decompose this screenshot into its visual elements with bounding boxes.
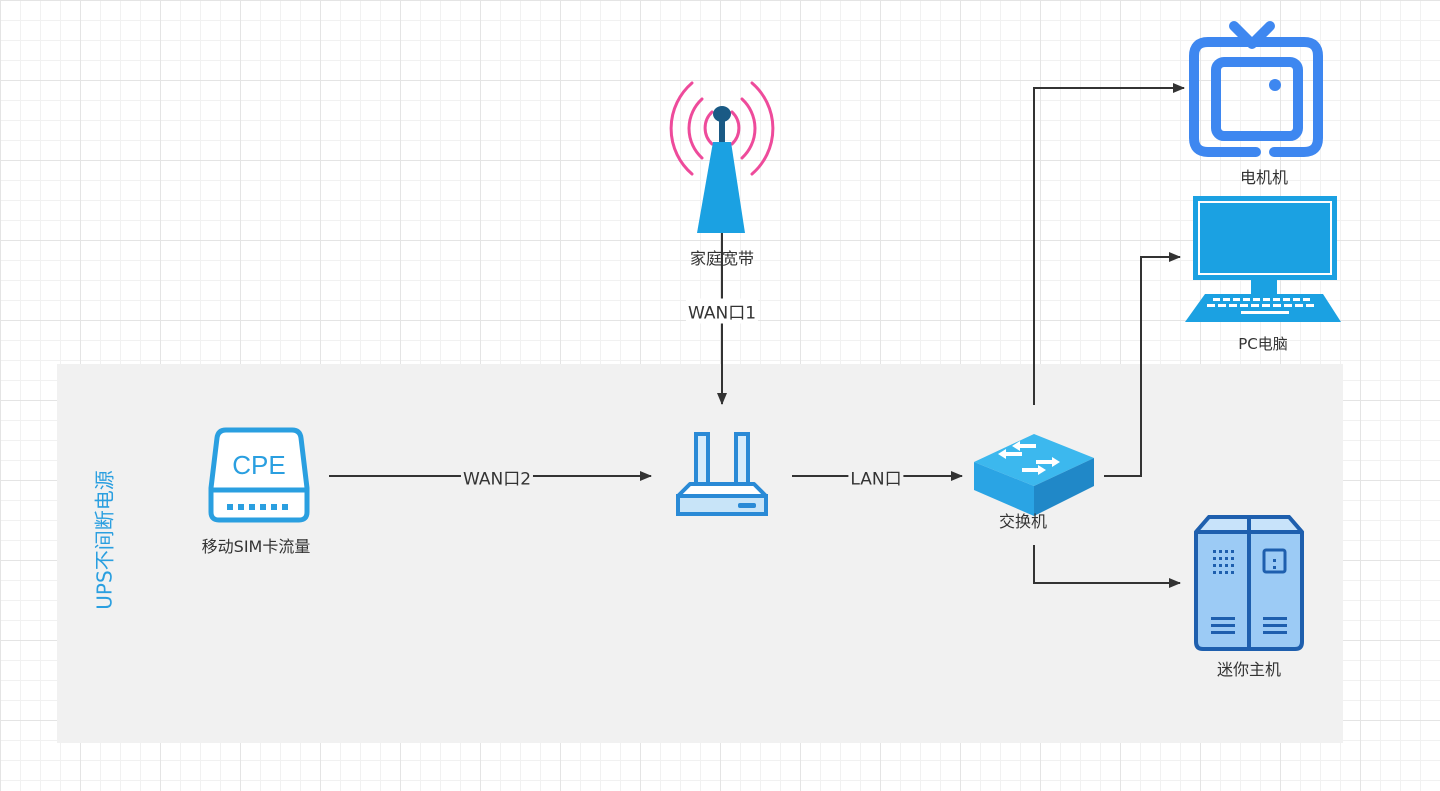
node-minihost[interactable] [1193, 514, 1305, 652]
node-router[interactable] [676, 432, 768, 518]
node-label-minihost: 迷你主机 [1216, 660, 1282, 679]
node-switch[interactable] [972, 432, 1096, 516]
edge-switch-minihost[interactable] [1033, 545, 1181, 588]
node-broadband[interactable] [660, 70, 784, 240]
node-pc[interactable] [1183, 194, 1343, 324]
edge-switch-tv[interactable] [1033, 83, 1185, 405]
node-tv[interactable] [1186, 18, 1326, 158]
node-label-tv: 电机机 [1239, 168, 1289, 187]
ups-power-group [57, 364, 1343, 743]
cpe-icon-text: CPE [232, 450, 285, 480]
node-label-cpe: 移动SIM卡流量 [201, 537, 311, 556]
tv-icon [1189, 21, 1323, 157]
mini-server-icon [1194, 515, 1304, 651]
cell-tower-icon [669, 81, 775, 233]
edge-label-wan2: WAN口2 [460, 464, 534, 490]
network-switch-icon [974, 434, 1094, 516]
node-label-switch: 交换机 [998, 512, 1048, 531]
node-cpe[interactable]: CPE [208, 426, 310, 524]
edge-label-wan1: WAN口1 [685, 298, 759, 324]
node-label-pc: PC电脑 [1238, 335, 1288, 353]
edge-switch-pc[interactable] [1104, 252, 1181, 477]
desktop-computer-icon [1185, 196, 1341, 322]
cpe-device-icon: CPE [208, 427, 310, 523]
router-icon [676, 432, 768, 516]
node-label-broadband: 家庭宽带 [689, 249, 755, 268]
edge-label-lan: LAN口 [848, 464, 904, 490]
